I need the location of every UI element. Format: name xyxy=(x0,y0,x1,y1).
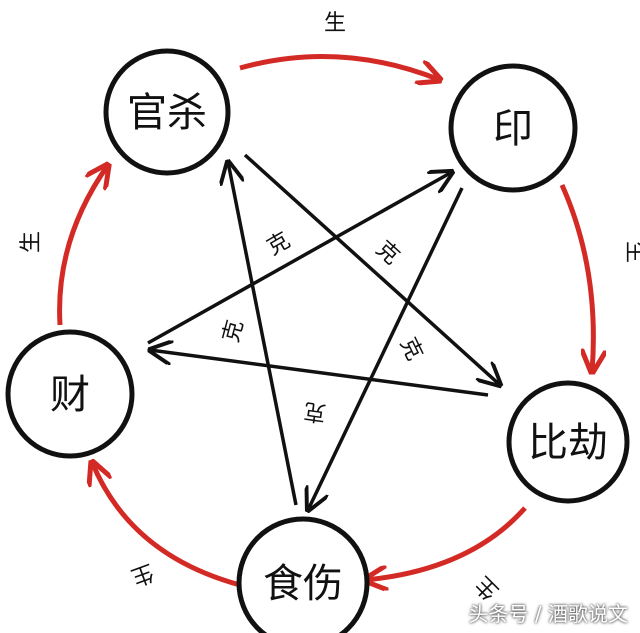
control-label: 克 xyxy=(371,237,404,270)
control-arrow-shishang-guansha xyxy=(228,162,298,506)
control-label: 克 xyxy=(219,317,249,345)
node-cai: 财 xyxy=(5,329,135,459)
node-yin: 印 xyxy=(448,63,578,193)
node-label-cai: 财 xyxy=(50,372,90,418)
control-arrow-bijie-cai xyxy=(150,350,489,397)
node-label-bijie: 比劫 xyxy=(528,420,608,466)
control-arrow-cai-yin xyxy=(147,172,452,345)
control-label: 克 xyxy=(302,398,327,426)
node-label-guansha: 官杀 xyxy=(127,90,207,136)
control-label: 克 xyxy=(263,228,295,261)
node-guansha: 官杀 xyxy=(103,48,231,176)
generate-label: 生 xyxy=(19,231,44,253)
generate-label: 生 xyxy=(128,559,157,590)
node-label-yin: 印 xyxy=(493,106,533,152)
generate-arrow-yin-bijie xyxy=(559,183,593,372)
control-label: 克 xyxy=(395,334,427,365)
node-label-shishang: 食伤 xyxy=(263,561,343,607)
generate-arrow-cai-guansha xyxy=(57,165,108,326)
generate-arrow-shishang-cai xyxy=(92,462,241,588)
generate-arrow-guansha-yin xyxy=(239,53,440,80)
generate-arrow-bijie-shishang xyxy=(365,506,527,580)
control-arrow-yin-shishang xyxy=(308,187,464,510)
watermark: 头条号 / 酒歌说文 xyxy=(468,602,628,626)
node-shishang: 食伤 xyxy=(236,516,370,633)
control-arrow-guansha-bijie xyxy=(243,153,500,385)
node-bijie: 比劫 xyxy=(506,380,630,504)
generate-label: 生 xyxy=(324,11,346,36)
generate-label: 生 xyxy=(622,241,640,263)
